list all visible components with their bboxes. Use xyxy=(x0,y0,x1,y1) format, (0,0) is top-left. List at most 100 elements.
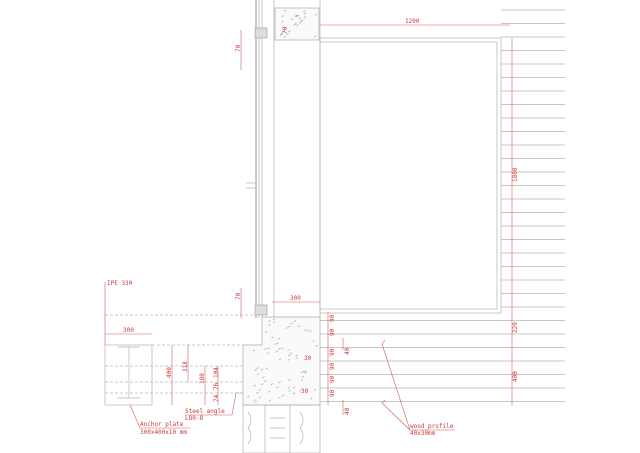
hatch-mark xyxy=(246,395,250,398)
hatch-mark xyxy=(262,376,265,379)
hatch-mark xyxy=(312,339,315,342)
dim-104: 104 xyxy=(213,367,220,378)
hatch-mark xyxy=(253,384,257,387)
hatch-mark xyxy=(278,347,281,350)
dim-top-concrete-70: 70 xyxy=(282,26,289,34)
dim-1200: 1200 xyxy=(405,18,420,25)
hatch-mark xyxy=(306,329,309,332)
dim-top-70: 70 xyxy=(235,44,242,52)
hatch-mark xyxy=(303,10,306,13)
hatch-mark xyxy=(300,371,303,374)
hatch-mark xyxy=(290,322,293,325)
hatch-mark xyxy=(293,320,297,323)
hatch-mark xyxy=(276,342,279,345)
hatch-mark xyxy=(287,387,290,389)
hatch-mark xyxy=(281,15,284,18)
hatch-mark xyxy=(288,389,291,392)
hatch-mark xyxy=(310,397,313,400)
hatch-mark xyxy=(278,358,282,361)
ipe-beam xyxy=(104,314,255,406)
hatch-mark xyxy=(278,381,281,384)
hatch-mark xyxy=(265,367,268,370)
hatch-mark xyxy=(313,388,317,391)
hatch-mark xyxy=(267,347,270,350)
hatch-mark xyxy=(256,373,260,376)
hatch-mark xyxy=(270,383,273,386)
hatch-mark xyxy=(268,319,271,322)
hatch-mark xyxy=(292,392,296,395)
hatch-mark xyxy=(302,370,305,373)
dim-90: 90 xyxy=(329,328,336,336)
label-steel-angle-size: L80-8 xyxy=(185,415,203,422)
dim-180: 180 xyxy=(199,373,206,384)
hatch-mark xyxy=(309,330,312,333)
label-anchor-plate-size: 300x400x10 mm xyxy=(140,429,187,436)
hatch-mark xyxy=(260,368,264,371)
hatch-mark xyxy=(256,367,259,370)
hatch-mark xyxy=(282,29,286,32)
dim-beam-300: 300 xyxy=(123,327,134,334)
hatch-mark xyxy=(267,390,271,393)
hatch-mark xyxy=(287,349,290,352)
dim-40: 40 xyxy=(344,407,351,415)
brick-wall xyxy=(242,404,321,453)
hatch-mark xyxy=(272,318,276,321)
concrete-hatch xyxy=(246,9,318,403)
hatch-mark xyxy=(254,368,257,371)
hatch-mark xyxy=(264,347,267,350)
hatch-mark xyxy=(252,349,256,352)
hatch-mark xyxy=(294,14,298,17)
hatch-mark xyxy=(302,375,305,378)
dimension-lines xyxy=(104,24,513,431)
hatch-mark xyxy=(314,35,317,38)
hatch-mark xyxy=(288,325,291,328)
hatch-mark xyxy=(265,330,268,333)
hatch-mark xyxy=(289,352,292,355)
dim-90: 90 xyxy=(329,314,336,322)
dim-400-right: 400 xyxy=(512,371,519,382)
hatch-mark xyxy=(258,396,262,399)
hatch-mark xyxy=(288,354,291,357)
hatch-mark xyxy=(297,325,300,328)
dim-1800: 1800 xyxy=(512,167,519,182)
hatch-mark xyxy=(278,337,281,340)
dim-74: 74 xyxy=(213,394,220,402)
hatch-mark xyxy=(281,347,284,350)
hatch-mark xyxy=(286,33,289,35)
hatch-mark xyxy=(299,21,302,24)
hatch-mark xyxy=(315,13,318,16)
hatch-mark xyxy=(258,389,261,392)
hatch-mark xyxy=(295,356,298,359)
hatch-mark xyxy=(300,378,304,381)
hatch-mark xyxy=(253,399,256,402)
label-ipe-330: IPE 330 xyxy=(107,280,133,287)
hatch-mark xyxy=(281,20,285,23)
hatch-mark xyxy=(304,371,308,374)
hatch-mark xyxy=(288,378,291,381)
hatch-mark xyxy=(303,16,307,19)
hatch-mark xyxy=(298,17,302,20)
dim-76: 76 xyxy=(213,382,220,390)
hatch-mark xyxy=(292,386,296,389)
dim-220: 220 xyxy=(512,322,519,333)
hatch-mark xyxy=(288,30,291,33)
hatch-mark xyxy=(261,383,264,386)
hatch-mark xyxy=(264,380,267,383)
hatch-mark xyxy=(278,396,281,399)
hatch-mark xyxy=(300,19,304,22)
dim-90: 90 xyxy=(329,348,336,356)
wood-profile-lines xyxy=(320,9,565,402)
dim-bottom-70: 70 xyxy=(235,292,242,300)
hatch-mark xyxy=(254,400,257,403)
hatch-mark xyxy=(296,23,299,26)
label-wood-profile-size: 40x30mm xyxy=(410,430,436,437)
dim-30: 30 xyxy=(301,388,309,395)
dim-window-300: 300 xyxy=(290,295,301,302)
hatch-mark xyxy=(296,14,300,17)
hatch-mark xyxy=(268,399,272,402)
dim-90: 90 xyxy=(329,362,336,370)
hatch-mark xyxy=(303,329,307,332)
hatch-mark xyxy=(282,394,285,397)
hatch-mark xyxy=(315,344,318,347)
